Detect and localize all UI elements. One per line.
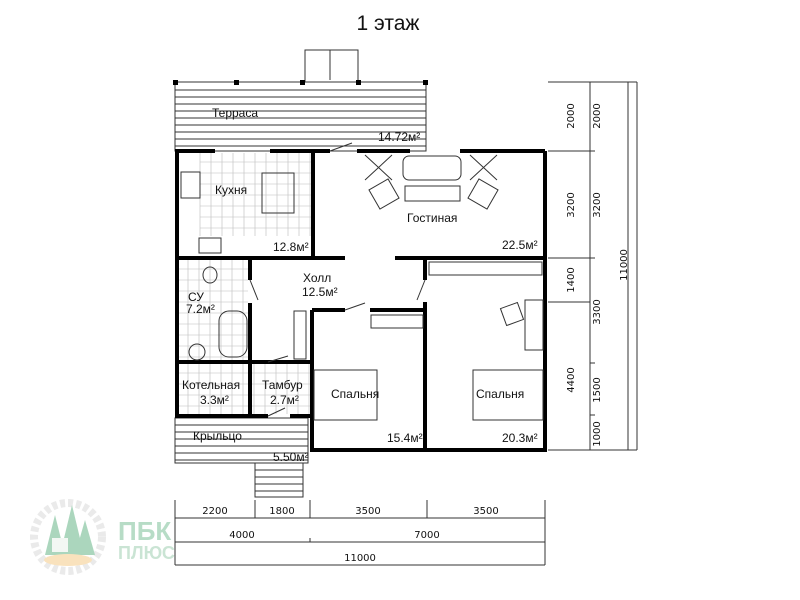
armchair-icon bbox=[467, 178, 499, 210]
dimension-label: 7000 bbox=[414, 530, 439, 541]
room-area: 5.50м² bbox=[273, 450, 309, 464]
wardrobe bbox=[293, 310, 307, 360]
sink-icon bbox=[198, 237, 222, 254]
room-area: 3.3м² bbox=[200, 393, 229, 407]
dimension-label: 1800 bbox=[269, 506, 294, 517]
logo-text-pbk: ПБК bbox=[118, 516, 171, 546]
dimension-label: 11000 bbox=[344, 553, 376, 564]
room-name: Котельная bbox=[182, 378, 240, 392]
room-area: 12.5м² bbox=[302, 285, 338, 299]
stove-icon bbox=[180, 171, 201, 199]
toilet-icon bbox=[202, 266, 218, 284]
room-name: Тамбур bbox=[262, 378, 303, 392]
room-name: СУ bbox=[188, 290, 204, 304]
room-area: 22.5м² bbox=[502, 238, 538, 252]
dimension-label: 3200 bbox=[566, 192, 577, 217]
armchair-icon bbox=[368, 178, 400, 210]
bathtub-icon bbox=[218, 310, 248, 358]
room-area: 12.8м² bbox=[273, 240, 309, 254]
dimension-label: 1500 bbox=[592, 377, 603, 402]
dimension-label: 4400 bbox=[566, 367, 577, 392]
plant-icon bbox=[364, 154, 393, 181]
dimension-label: 1000 bbox=[592, 421, 603, 446]
right-dimensions: 2000 3200 1400 4400 2000 3200 3300 1500 … bbox=[548, 81, 638, 451]
wardrobe bbox=[370, 314, 424, 329]
dimension-label: 11000 bbox=[619, 249, 630, 281]
room-area: 7.2м² bbox=[186, 302, 215, 316]
bed-icon bbox=[313, 369, 378, 421]
dimension-label: 2000 bbox=[566, 103, 577, 128]
terrace bbox=[173, 49, 428, 152]
room-area: 14.72м² bbox=[378, 130, 420, 144]
dimension-label: 2000 bbox=[592, 103, 603, 128]
company-logo: ПБК ПЛЮС bbox=[30, 499, 175, 575]
room-area: 15.4м² bbox=[387, 431, 423, 445]
dimension-label: 2200 bbox=[202, 506, 227, 517]
floor-tiles bbox=[179, 153, 311, 414]
room-area: 2.7м² bbox=[270, 393, 299, 407]
room-name: Спальня bbox=[476, 387, 524, 401]
room-name: Крыльцо bbox=[193, 429, 242, 443]
plant-icon bbox=[469, 154, 498, 181]
chair-icon bbox=[499, 301, 525, 327]
room-name: Терраса bbox=[212, 106, 258, 120]
room-labels: Терраса 14.72м² Кухня 12.8м² Гостиная 22… bbox=[182, 106, 538, 464]
dimension-label: 3500 bbox=[355, 506, 380, 517]
logo-text-plus: ПЛЮС bbox=[118, 543, 175, 563]
washbasin-icon bbox=[188, 343, 206, 361]
furniture bbox=[180, 154, 544, 421]
dimension-label: 1400 bbox=[566, 267, 577, 292]
bed-icon bbox=[472, 369, 544, 421]
walls bbox=[175, 149, 547, 452]
room-name: Кухня bbox=[215, 183, 247, 197]
wardrobe bbox=[428, 261, 543, 276]
plan-title: 1 этаж bbox=[357, 12, 420, 35]
dimension-label: 3300 bbox=[592, 299, 603, 324]
porch bbox=[174, 417, 309, 498]
room-name: Спальня bbox=[331, 387, 379, 401]
doors bbox=[249, 142, 426, 417]
desk-icon bbox=[524, 299, 544, 351]
coffee-table bbox=[404, 185, 461, 202]
dining-table bbox=[261, 172, 295, 214]
room-name: Холл bbox=[303, 271, 331, 285]
dimension-label: 4000 bbox=[229, 530, 254, 541]
room-name: Гостиная bbox=[407, 211, 457, 225]
dimension-label: 3500 bbox=[473, 506, 498, 517]
dimension-label: 3200 bbox=[592, 192, 603, 217]
room-area: 20.3м² bbox=[502, 431, 538, 445]
sofa-icon bbox=[402, 155, 462, 181]
bottom-dimensions: 2200 1800 3500 3500 4000 7000 11000 bbox=[174, 500, 546, 566]
